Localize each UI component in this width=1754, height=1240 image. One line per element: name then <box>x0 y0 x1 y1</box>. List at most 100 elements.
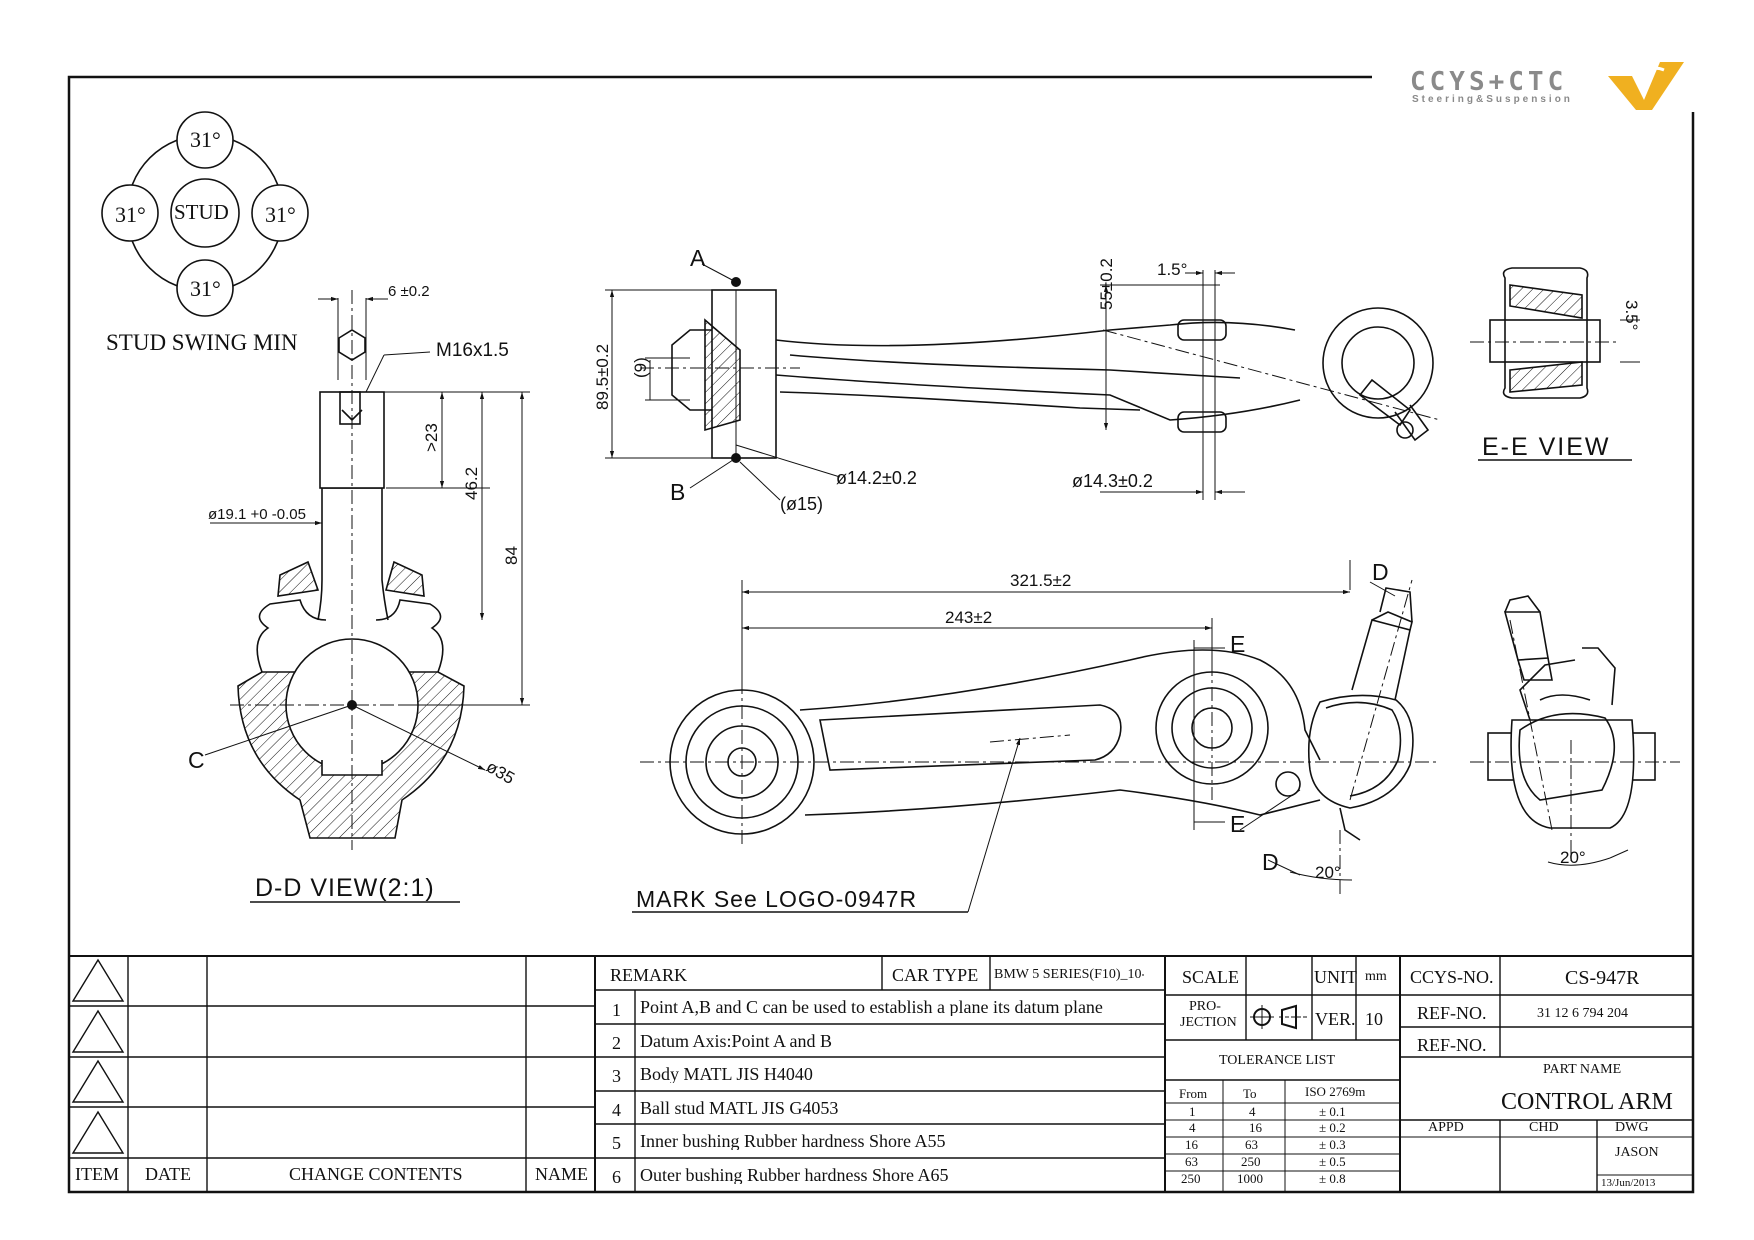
car-type-label: CAR TYPE <box>892 966 979 984</box>
front-cut-e-top: E <box>1230 631 1245 657</box>
remark-text-2: Datum Axis:Point A and B <box>640 1032 833 1050</box>
remark-no-2: 2 <box>612 1034 621 1052</box>
ref-no-label-2: REF-NO. <box>1417 1036 1487 1054</box>
tol-from-1: 1 <box>1189 1105 1196 1118</box>
tol-value-2: ± 0.2 <box>1319 1121 1346 1134</box>
remark-text-1: Point A,B and C can be used to establish… <box>640 998 1103 1016</box>
front-mark-note: MARK See LOGO-0947R <box>636 886 917 912</box>
top-dim-shaft: ø14.3±0.2 <box>1072 471 1153 491</box>
appd-label: APPD <box>1428 1121 1464 1135</box>
tol-value-4: ± 0.5 <box>1319 1155 1346 1168</box>
remark-label: REMARK <box>610 966 688 984</box>
tol-value-3: ± 0.3 <box>1319 1138 1346 1151</box>
tol-to-2: 16 <box>1249 1121 1262 1134</box>
tol-to-4: 250 <box>1241 1155 1261 1168</box>
dd-view <box>204 290 530 903</box>
front-cut-d-top: D <box>1372 559 1389 585</box>
part-name-value: CONTROL ARM <box>1501 1090 1673 1114</box>
top-dim-bolt: (9) <box>631 357 650 378</box>
tol-header-std: ISO 2769m <box>1305 1085 1366 1098</box>
top-point-b: B <box>670 479 685 505</box>
ref-no-label: REF-NO. <box>1417 1004 1487 1022</box>
svg-text:Steering&Suspension: Steering&Suspension <box>1412 94 1573 105</box>
dd-dim-thread: M16x1.5 <box>436 340 509 361</box>
tol-from-5: 250 <box>1181 1172 1201 1185</box>
swing-angle-bottom: 31° <box>190 276 221 301</box>
company-logo: CCYS+CTC Steering&Suspension <box>1410 62 1684 110</box>
rev-header-name: NAME <box>535 1165 588 1183</box>
front-angle: 20° <box>1315 863 1341 882</box>
dd-dim-d3: 84 <box>502 546 521 565</box>
tol-to-1: 4 <box>1249 1105 1256 1118</box>
swing-center-label: STUD <box>174 200 229 224</box>
remark-no-5: 5 <box>612 1134 621 1152</box>
top-dim-rib: 55±0.2 <box>1097 258 1116 310</box>
rev-header-change: CHANGE CONTENTS <box>289 1165 463 1183</box>
tol-from-3: 16 <box>1185 1138 1198 1151</box>
ver-value: 10 <box>1365 1010 1383 1028</box>
remark-text-3: Body MATL JIS H4040 <box>640 1065 813 1083</box>
side-view <box>1470 595 1680 866</box>
dd-dim-d2: 46.2 <box>462 467 481 500</box>
tol-to-5: 1000 <box>1237 1172 1263 1185</box>
ref-no-value: 31 12 6 794 204 <box>1537 1007 1628 1021</box>
ee-view <box>1470 267 1640 461</box>
swing-angle-left: 31° <box>115 202 146 227</box>
top-dim-hole: ø14.2±0.2 <box>836 468 917 488</box>
ccys-no-label: CCYS-NO. <box>1410 968 1494 986</box>
dd-dim-shank: ø19.1 +0 -0.05 <box>208 506 306 523</box>
title-block: ITEM DATE CHANGE CONTENTS NAME REMARK CA… <box>69 956 1693 1192</box>
unit-value: mm <box>1365 970 1387 984</box>
part-name-label: PART NAME <box>1543 1063 1622 1077</box>
dd-point-c: C <box>188 747 205 773</box>
front-cut-e-bottom: E <box>1230 811 1245 837</box>
drawing-date: 13/Jun/2013 <box>1601 1178 1656 1189</box>
sheet-border <box>67 75 1695 1194</box>
remark-text-6: Outer bushing Rubber hardness Shore A65 <box>640 1166 949 1184</box>
swing-caption: STUD SWING MIN <box>106 330 298 355</box>
dd-view-title: D-D VIEW(2:1) <box>255 874 435 902</box>
swing-angle-top: 31° <box>190 127 221 152</box>
top-point-a: A <box>690 245 706 271</box>
stud-swing-view <box>101 111 309 317</box>
ver-label: VER. <box>1315 1010 1356 1028</box>
tol-header-from: From <box>1179 1087 1208 1100</box>
tol-to-3: 63 <box>1245 1138 1258 1151</box>
tol-from-2: 4 <box>1189 1121 1196 1134</box>
front-dim-mid: 243±2 <box>945 608 992 627</box>
title-block-grid <box>69 955 1693 1192</box>
svg-text:CCYS+CTC: CCYS+CTC <box>1410 67 1567 97</box>
top-dim-hole2: (ø15) <box>780 494 823 514</box>
tol-value-5: ± 0.8 <box>1319 1172 1346 1185</box>
rev-header-item: ITEM <box>75 1165 119 1183</box>
ee-view-title: E-E VIEW <box>1482 433 1611 461</box>
chd-label: CHD <box>1529 1121 1559 1135</box>
remark-no-4: 4 <box>612 1101 621 1119</box>
scale-label: SCALE <box>1182 968 1240 986</box>
swing-angle-right: 31° <box>265 202 296 227</box>
tol-header-to: To <box>1243 1087 1257 1100</box>
remark-text-4: Ball stud MATL JIS G4053 <box>640 1099 839 1117</box>
rev-header-date: DATE <box>145 1165 191 1183</box>
ee-angle: 3.5° <box>1622 300 1641 330</box>
ccys-no-value: CS-947R <box>1565 968 1640 988</box>
remark-text-5: Inner bushing Rubber hardness Shore A55 <box>640 1132 946 1150</box>
unit-label: UNIT <box>1314 968 1357 986</box>
dd-dim-ball: ø35 <box>483 757 518 788</box>
top-dim-height: 89.5±0.2 <box>593 344 612 410</box>
projection-label-2: JECTION <box>1180 1016 1237 1030</box>
tol-from-4: 63 <box>1185 1155 1198 1168</box>
tol-value-1: ± 0.1 <box>1319 1105 1346 1118</box>
dd-dim-tip: 6 ±0.2 <box>388 283 430 300</box>
drawer-name: JASON <box>1615 1146 1659 1160</box>
front-dim-total: 321.5±2 <box>1010 571 1071 590</box>
side-angle: 20° <box>1560 848 1586 867</box>
projection-label-1: PRO- <box>1189 1000 1221 1014</box>
top-view <box>605 263 1441 501</box>
dd-dim-d1: >23 <box>422 423 441 452</box>
tolerance-title: TOLERANCE LIST <box>1219 1054 1336 1068</box>
remark-no-1: 1 <box>612 1001 621 1019</box>
front-view <box>632 560 1440 913</box>
top-dim-angle: 1.5° <box>1157 260 1187 279</box>
